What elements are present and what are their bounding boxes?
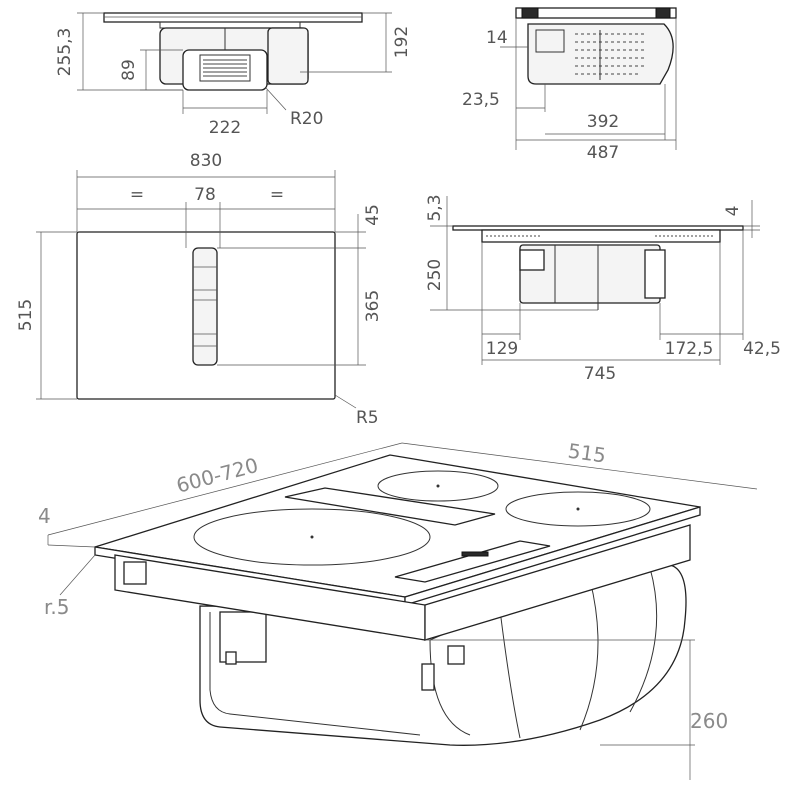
dim-iso-radius: r.5 bbox=[44, 595, 69, 619]
iso-burner-back bbox=[377, 470, 499, 502]
dim-top-vent-offset: 45 bbox=[363, 204, 383, 226]
iso-frame-side bbox=[424, 524, 691, 641]
front-glass bbox=[103, 12, 363, 23]
dim-front2-glass: 5,3 bbox=[425, 194, 445, 221]
dim-top-equal-right: = bbox=[270, 185, 284, 205]
dim-radius: R20 bbox=[290, 109, 323, 129]
top-vent bbox=[192, 247, 218, 366]
dim-front2-left-offset: 129 bbox=[486, 339, 518, 359]
dim-top-vent-length: 365 bbox=[363, 290, 383, 322]
front2-frame bbox=[481, 229, 721, 243]
iso-burner-large bbox=[193, 508, 431, 566]
iso-view: 600-720 515 4 r.5 260 bbox=[38, 439, 758, 780]
dim-top-corner-radius: R5 bbox=[356, 408, 379, 428]
side-motor-body bbox=[527, 23, 674, 85]
dim-top-width: 830 bbox=[190, 151, 222, 171]
front-view-2: 5,3 4 250 129 172,5 42,5 745 bbox=[425, 194, 781, 384]
side-glass bbox=[515, 7, 677, 19]
dim-side-offset-left: 23,5 bbox=[462, 90, 500, 110]
dim-front2-right-offset: 172,5 bbox=[665, 339, 714, 359]
iso-central-vent bbox=[284, 487, 496, 526]
side-view: 14 23,5 392 487 bbox=[462, 7, 677, 163]
front-duct-outlet bbox=[182, 49, 268, 91]
dim-side-unit-depth: 392 bbox=[587, 112, 619, 132]
dim-side-offset-top: 14 bbox=[486, 28, 508, 48]
iso-burner-right bbox=[505, 491, 651, 527]
dim-cabinet-height: 192 bbox=[392, 26, 412, 58]
dim-top-depth: 515 bbox=[16, 299, 36, 331]
side-vent-grill bbox=[575, 33, 645, 75]
dim-overall-height: 255,3 bbox=[55, 28, 75, 77]
dim-iso-cutout-depth: 515 bbox=[566, 439, 607, 468]
dim-top-equal-left: = bbox=[130, 185, 144, 205]
dim-side-total-depth: 487 bbox=[587, 143, 619, 163]
dim-duct-width: 222 bbox=[209, 118, 241, 138]
dim-top-vent-width: 78 bbox=[194, 185, 216, 205]
dim-front2-height: 250 bbox=[425, 259, 445, 291]
top-view: 830 = = 78 45 365 515 R5 bbox=[16, 151, 383, 428]
front-view: 255,3 192 89 222 R20 bbox=[55, 12, 412, 138]
dim-front2-right-edge: 42,5 bbox=[743, 339, 781, 359]
dim-iso-worktop: 4 bbox=[38, 504, 51, 528]
dim-duct-height: 89 bbox=[119, 59, 139, 81]
dim-front2-cutout-width: 745 bbox=[584, 364, 616, 384]
dim-iso-depth-below: 260 bbox=[690, 709, 728, 733]
dim-front2-edge: 4 bbox=[723, 206, 743, 217]
